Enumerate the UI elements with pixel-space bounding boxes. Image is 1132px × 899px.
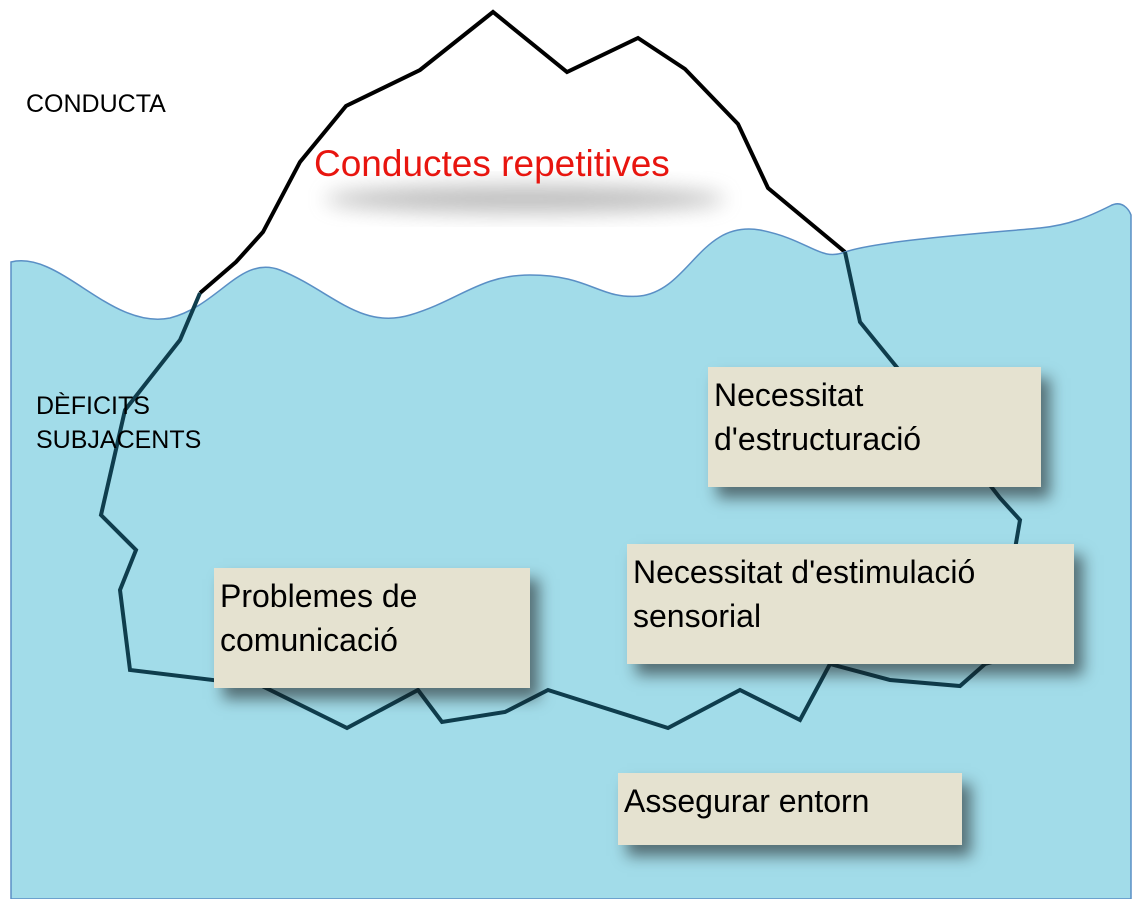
box-communication: Problemes de comunicació bbox=[214, 568, 530, 688]
box-structuring: Necessitat d'estructuració bbox=[708, 367, 1041, 487]
box-environment: Assegurar entorn bbox=[618, 773, 962, 845]
tip-caption: Conductes repetitives bbox=[314, 143, 670, 184]
iceberg-base-outline bbox=[98, 251, 1031, 731]
box-environment-line1: Assegurar entorn bbox=[624, 783, 870, 819]
box-structuring-line2: d'estructuració bbox=[714, 421, 922, 457]
box-stimulation-line1: Necessitat d'estimulació bbox=[633, 554, 976, 590]
box-structuring-line1: Necessitat bbox=[714, 377, 864, 413]
deficits-label-line2: SUBJACENTS bbox=[36, 425, 202, 454]
conducta-label: CONDUCTA bbox=[26, 90, 166, 118]
iceberg-tip-outline bbox=[198, 9, 847, 295]
box-stimulation: Necessitat d'estimulació sensorial bbox=[627, 544, 1074, 664]
deficits-label-line1: DÈFICITS bbox=[36, 392, 150, 420]
box-communication-line1: Problemes de bbox=[220, 578, 418, 614]
deficits-label: DÈFICITS SUBJACENTS bbox=[36, 390, 201, 458]
box-stimulation-line2: sensorial bbox=[633, 598, 762, 634]
tip-caption-shadow bbox=[325, 185, 725, 213]
box-communication-line2: comunicació bbox=[220, 622, 398, 658]
